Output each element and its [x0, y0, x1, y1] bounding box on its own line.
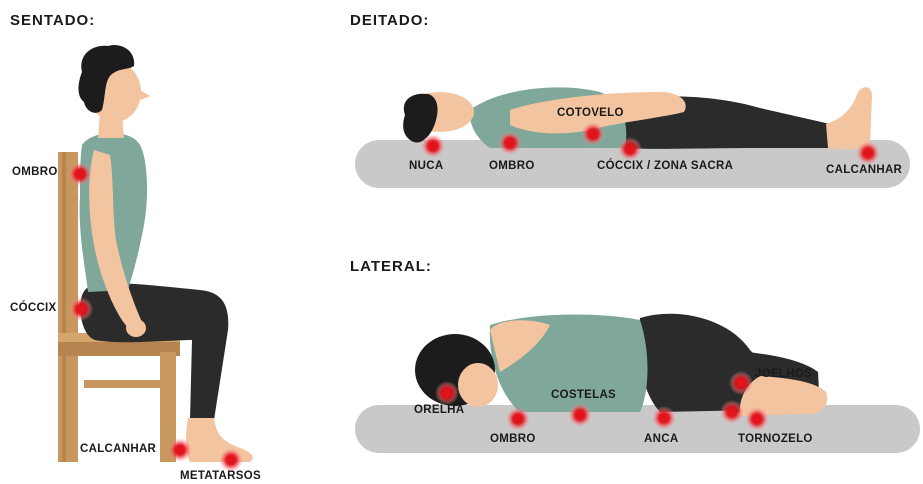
label-lateral-tornozelo: TORNOZELO	[738, 433, 813, 445]
label-deitado-ombro: OMBRO	[489, 160, 535, 172]
label-lateral-joelhos: JOELHOS	[755, 368, 812, 380]
label-sentado-calcanhar: CALCANHAR	[80, 443, 156, 455]
label-deitado-nuca: NUCA	[409, 160, 443, 172]
label-lateral-anca: ANCA	[644, 433, 678, 445]
label-deitado-coccix-zona-sacra: CÓCCIX / ZONA SACRA	[597, 160, 733, 172]
label-lateral-costelas: COSTELAS	[551, 389, 616, 401]
label-deitado-calcanhar: CALCANHAR	[826, 164, 902, 176]
label-lateral-ombro: OMBRO	[490, 433, 536, 445]
label-lateral-orelha: ORELHA	[414, 404, 464, 416]
label-deitado-cotovelo: COTOVELO	[557, 107, 624, 119]
lateral-figure	[355, 314, 920, 453]
label-sentado-ombro: OMBRO	[12, 166, 58, 178]
label-sentado-metatarsos: METATARSOS	[180, 470, 261, 482]
label-sentado-coccix: CÓCCIX	[10, 302, 57, 314]
sitting-figure	[58, 45, 253, 462]
